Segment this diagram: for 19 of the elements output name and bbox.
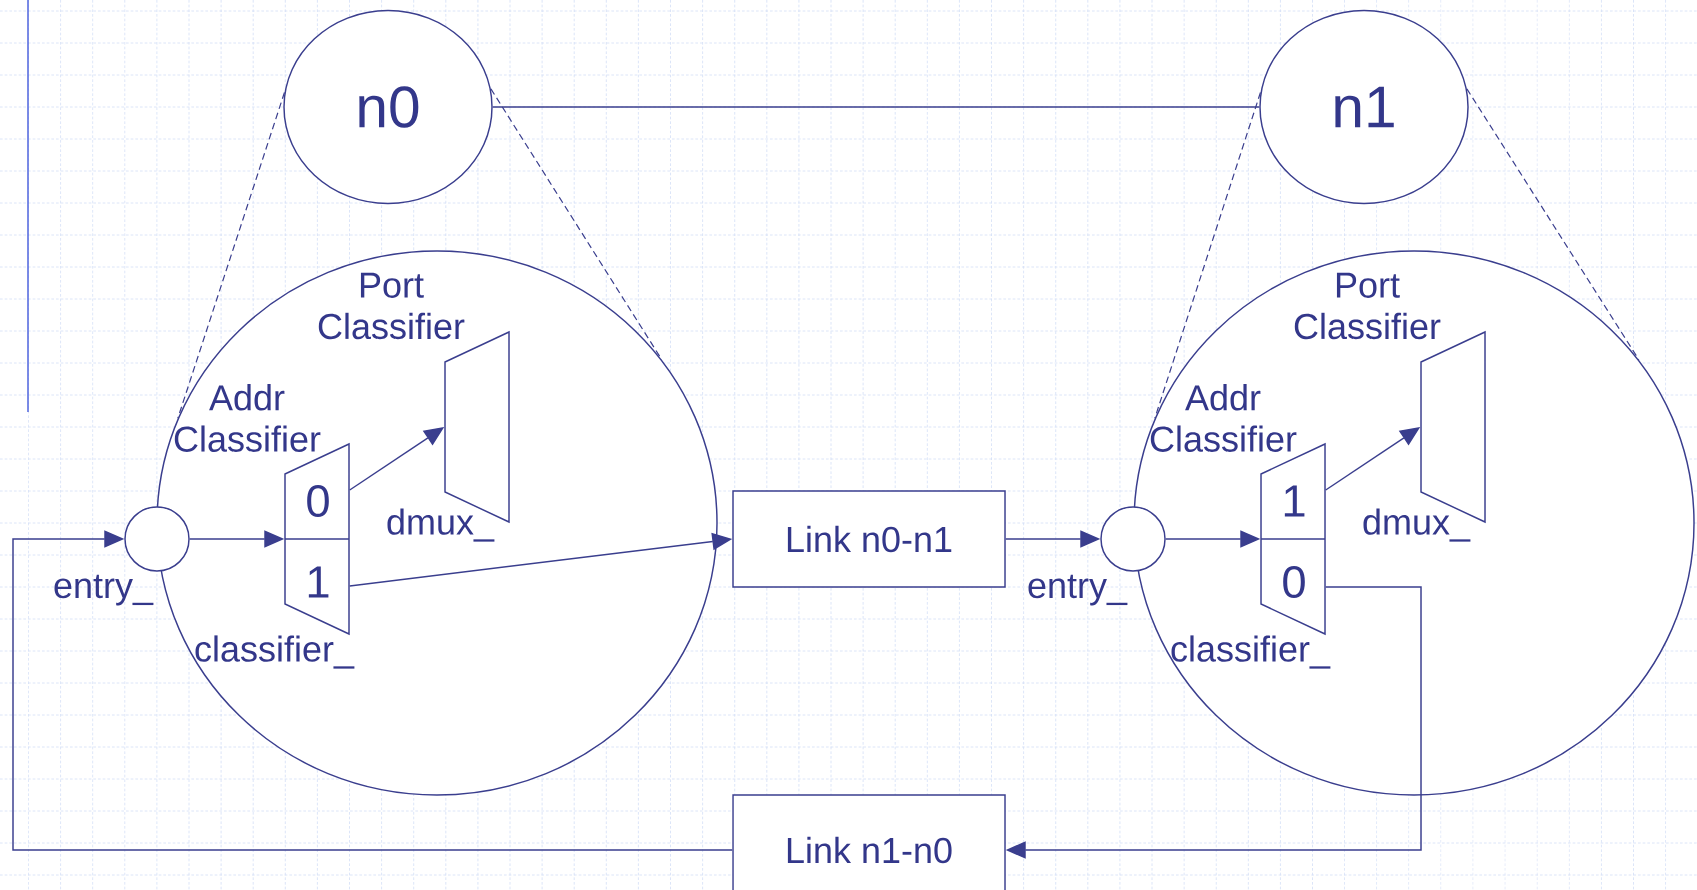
arrow [12,530,733,851]
connector-line [492,106,1260,108]
zoom-circle [1133,250,1695,796]
link-box: Link n0-n1 [732,490,1006,588]
node-label: dmux_ [1363,508,1471,542]
node-label: entry_ [54,574,154,606]
node-label: classifier_ [195,635,355,669]
link-box: Link n1-n0 [732,794,1006,890]
entry-circle [1100,506,1166,572]
node-label: Port Classifier [318,272,465,340]
node-label: Port Classifier [1294,272,1441,340]
zoom-circle [156,250,718,796]
dashed-line [1154,91,1262,419]
node-label: classifier_ [1171,635,1331,669]
entry-circle [124,506,190,572]
node-label: entry_ [1028,574,1128,606]
dashed-line [490,88,663,361]
node-label: dmux_ [387,508,495,542]
dashed-line [1466,88,1640,361]
